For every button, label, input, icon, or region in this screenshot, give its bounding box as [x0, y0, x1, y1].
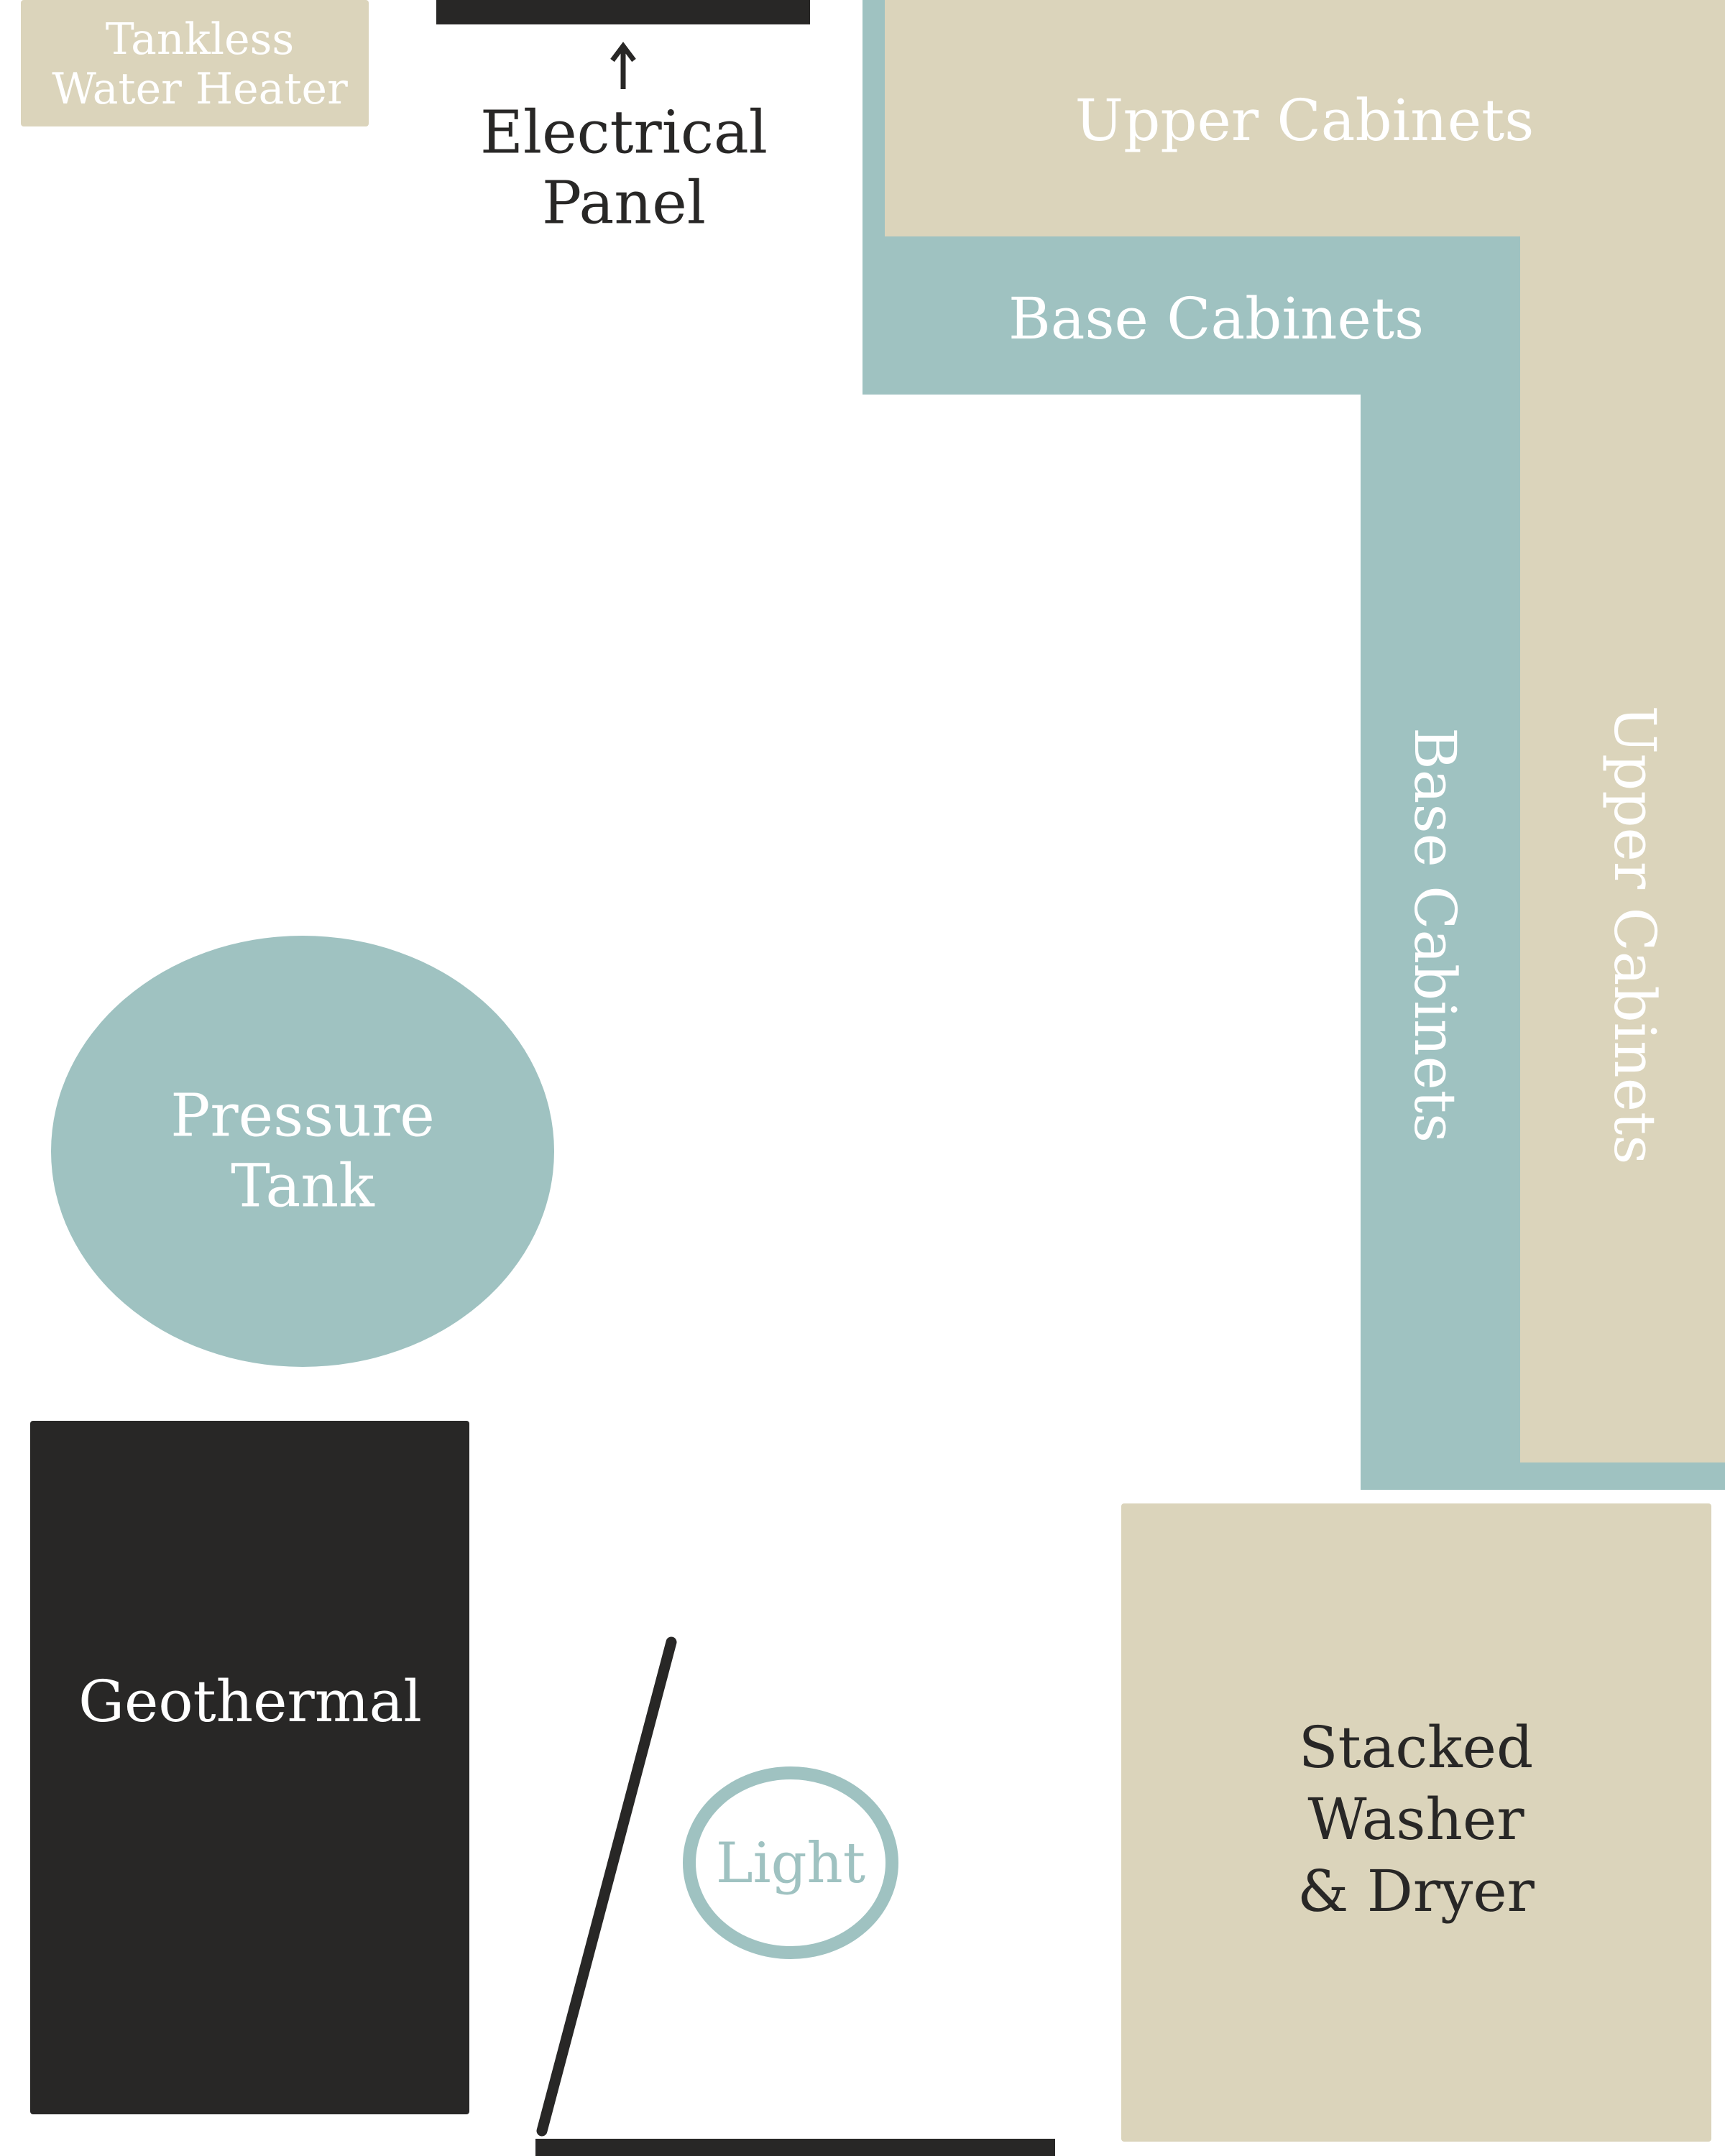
base-cabinets-top-label: Base Cabinets [1008, 285, 1425, 352]
base-cabinets [862, 0, 1725, 1490]
door-swing [536, 1636, 677, 2137]
light-label: Light [715, 1831, 866, 1897]
washer-dryer-label: Stacked Washer & Dryer [1297, 1712, 1535, 1927]
upper-cabinets-top-label: Upper Cabinets [1075, 87, 1535, 154]
tankless-label-line: Tankless [105, 14, 295, 65]
geothermal-label: Geothermal [78, 1668, 422, 1735]
upper-cabinets [885, 0, 1725, 1462]
electrical-label-line: Panel [542, 170, 706, 238]
tankless-label: Tankless Water Heater [52, 15, 348, 114]
geothermal-unit [30, 1421, 469, 2114]
pressure-tank [51, 936, 554, 1367]
light-fixture [683, 1766, 898, 1959]
base-cabinets-side-label: Base Cabinets [1402, 727, 1468, 1143]
electrical-label-line: Electrical [480, 98, 768, 167]
electrical-panel [436, 0, 810, 24]
electrical-label: Electrical Panel [480, 98, 768, 240]
door-wall [535, 2139, 1055, 2156]
pressure-tank-label-line: Pressure [170, 1082, 435, 1151]
pressure-tank-label: Pressure Tank [170, 1082, 435, 1223]
tankless-water-heater [21, 0, 369, 126]
upper-cabinets-side-label: Upper Cabinets [1601, 705, 1668, 1165]
arrow-up-icon [610, 42, 636, 89]
tankless-label-line: Water Heater [52, 64, 348, 114]
washer-dryer-label-line: Stacked [1298, 1714, 1534, 1781]
pressure-tank-label-line: Tank [231, 1153, 374, 1221]
washer-dryer-label-line: Washer [1307, 1786, 1524, 1853]
washer-dryer [1121, 1503, 1711, 2142]
washer-dryer-label-line: & Dryer [1297, 1858, 1535, 1925]
